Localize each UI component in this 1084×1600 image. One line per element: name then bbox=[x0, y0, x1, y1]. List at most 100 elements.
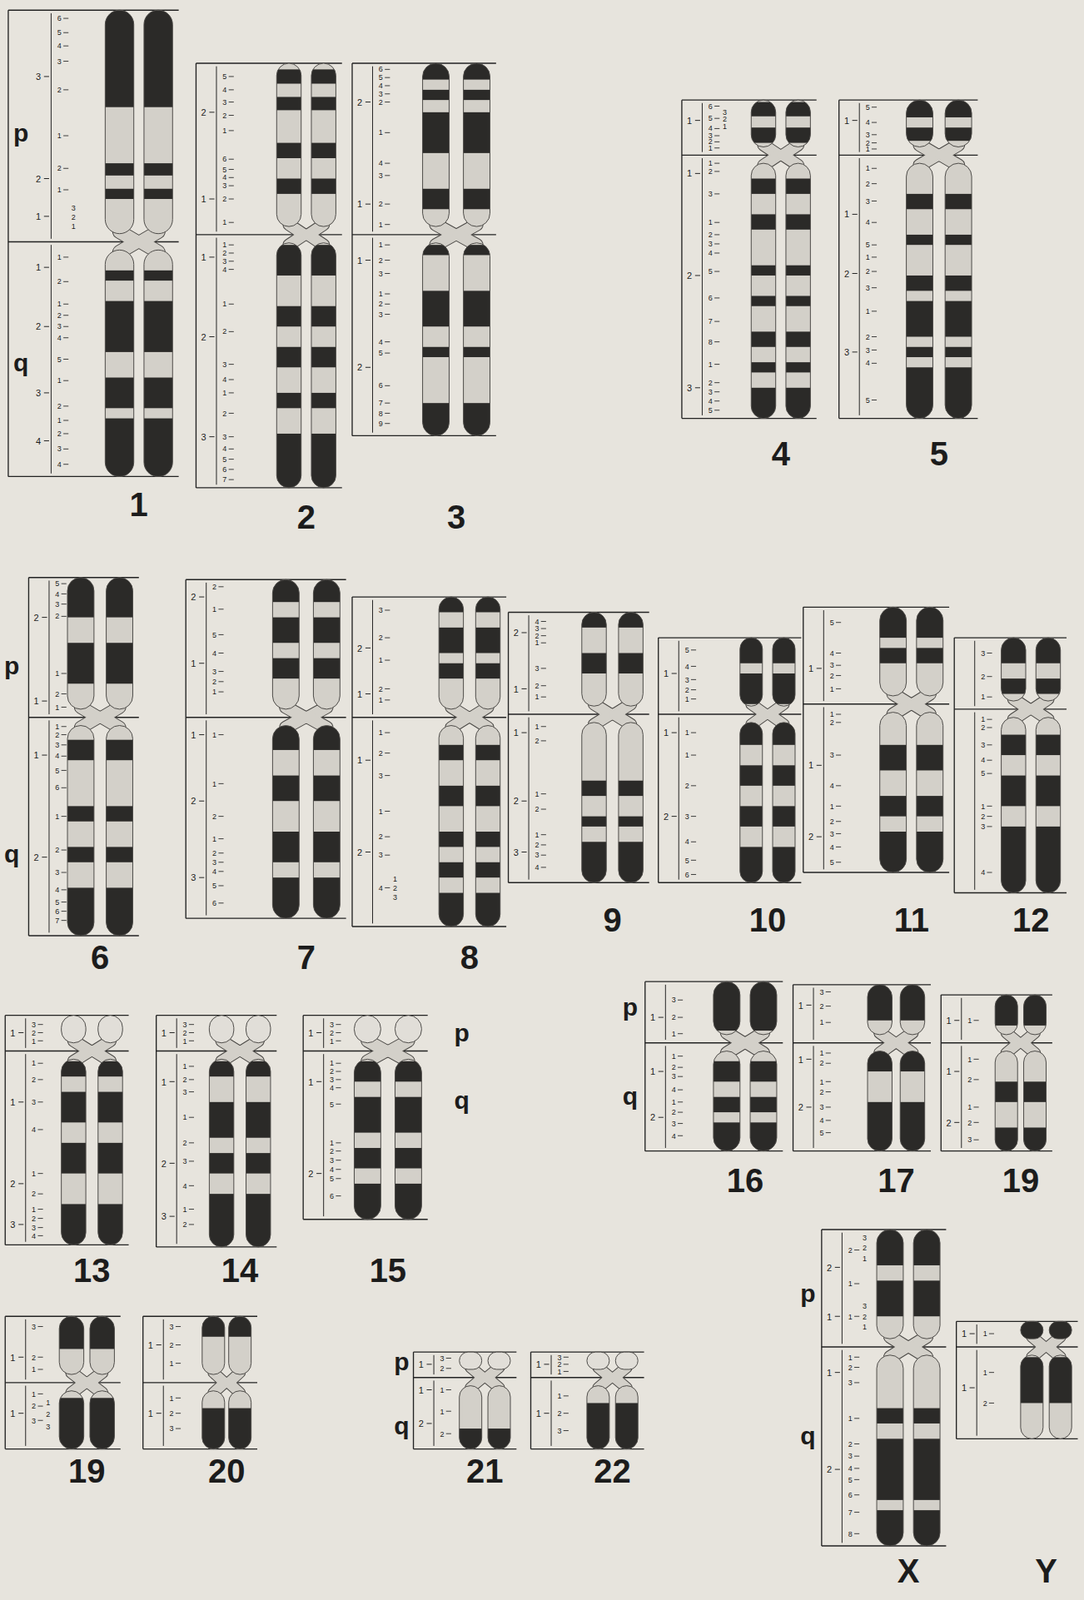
band-number: 2 bbox=[212, 849, 217, 857]
band-number: 3 bbox=[31, 1417, 36, 1425]
bracket-line bbox=[802, 606, 804, 873]
band-number: 1 bbox=[708, 360, 713, 368]
chromatid-outline bbox=[228, 1391, 252, 1450]
band-tick bbox=[335, 1032, 341, 1034]
band-tick bbox=[986, 825, 992, 827]
band-number: 2 bbox=[534, 681, 539, 690]
band-number: 3 bbox=[31, 1098, 36, 1107]
region-number: 3 bbox=[513, 847, 519, 857]
band-number: 5 bbox=[54, 766, 60, 775]
band-number: 1 bbox=[31, 1366, 36, 1374]
band-number: 3 bbox=[685, 812, 690, 821]
dark-band bbox=[313, 831, 340, 863]
bracket-line bbox=[792, 984, 794, 1152]
dark-band bbox=[916, 795, 944, 817]
region-tick bbox=[41, 616, 47, 618]
band-number: 2 bbox=[31, 1402, 36, 1411]
band-tick bbox=[714, 193, 720, 194]
band-number: 5 bbox=[378, 74, 383, 82]
band-tick bbox=[228, 468, 234, 470]
band-tick bbox=[175, 1428, 181, 1430]
band-number: 5 bbox=[329, 1100, 334, 1109]
dark-band bbox=[272, 775, 299, 802]
band-number: 3 bbox=[329, 1076, 334, 1084]
band-tick bbox=[854, 1382, 860, 1383]
dark-band bbox=[394, 1148, 422, 1169]
chromosome-number: 20 bbox=[208, 1454, 246, 1488]
band-tick bbox=[986, 744, 992, 746]
band-tick bbox=[714, 163, 720, 165]
band-tick bbox=[384, 93, 390, 95]
region-tick bbox=[695, 387, 701, 388]
band-tick bbox=[871, 200, 877, 202]
region-tick bbox=[426, 1422, 432, 1424]
band-number: 3 bbox=[378, 851, 383, 860]
region-bar bbox=[960, 998, 962, 1040]
band-tick bbox=[37, 1079, 43, 1080]
band-tick bbox=[714, 382, 720, 383]
band-number: 4 bbox=[212, 867, 217, 876]
band-number: 1 bbox=[439, 1407, 444, 1416]
band-number: 1 bbox=[57, 417, 62, 425]
band-number: 4 bbox=[329, 1165, 334, 1174]
band-tick bbox=[188, 1024, 194, 1025]
bracket-line bbox=[530, 1352, 532, 1449]
band-number: 4 bbox=[222, 376, 227, 384]
band-tick bbox=[335, 1071, 341, 1073]
chromatid-outline bbox=[750, 163, 776, 418]
bracket-line bbox=[28, 577, 30, 936]
bracket-line bbox=[508, 713, 650, 715]
dark-band bbox=[104, 301, 134, 353]
band-tick bbox=[854, 1533, 860, 1535]
chromatid-outline bbox=[581, 611, 607, 707]
band-tick bbox=[825, 1091, 831, 1093]
region-number: 2 bbox=[650, 1113, 656, 1123]
region-number: 1 bbox=[945, 1067, 951, 1077]
band-number: 2 bbox=[169, 1341, 175, 1349]
band-tick bbox=[871, 399, 877, 401]
arm-label: q bbox=[13, 350, 29, 376]
band-number: 2 bbox=[329, 1147, 334, 1155]
region-tick bbox=[365, 647, 371, 649]
region-number: 1 bbox=[513, 728, 519, 738]
chromosome-number: 3 bbox=[447, 500, 466, 534]
band-number: 1 bbox=[378, 656, 383, 665]
dark-band bbox=[772, 673, 796, 705]
band-tick bbox=[854, 1467, 860, 1469]
arm-label: p bbox=[622, 994, 638, 1020]
region-tick bbox=[816, 667, 822, 669]
band-tick bbox=[854, 1283, 860, 1285]
region-tick bbox=[365, 203, 371, 205]
chromatid-outline bbox=[785, 163, 811, 418]
band-tick bbox=[871, 271, 877, 273]
bracket-line bbox=[645, 1042, 783, 1044]
band-tick bbox=[188, 1185, 194, 1187]
band-tick bbox=[228, 198, 234, 200]
dark-band bbox=[202, 1408, 225, 1450]
band-tick bbox=[63, 168, 69, 170]
dark-band bbox=[463, 402, 491, 436]
band-tick bbox=[677, 1017, 683, 1019]
region-bar bbox=[859, 103, 861, 153]
band-number: 1 bbox=[439, 1386, 444, 1394]
dark-band bbox=[438, 663, 463, 679]
band-number: 4 bbox=[865, 218, 871, 227]
dark-band bbox=[475, 831, 500, 847]
dark-band bbox=[106, 642, 134, 684]
region-bar bbox=[205, 582, 207, 715]
band-number: 2 bbox=[378, 300, 383, 309]
band-number: 1 bbox=[685, 751, 690, 760]
band-tick bbox=[714, 243, 720, 244]
band-tick bbox=[541, 667, 547, 669]
region-tick bbox=[835, 1316, 841, 1318]
region-bar bbox=[24, 1386, 26, 1447]
region-tick bbox=[658, 1017, 664, 1019]
region-number: 1 bbox=[33, 750, 39, 761]
band-number: 2 bbox=[378, 749, 383, 757]
band-number: 1 bbox=[980, 693, 985, 702]
band-number: 2 bbox=[222, 111, 227, 120]
band-number: 2 bbox=[329, 1068, 334, 1076]
band-tick bbox=[691, 698, 697, 700]
dark-band bbox=[750, 331, 776, 347]
region-tick bbox=[658, 1071, 664, 1073]
